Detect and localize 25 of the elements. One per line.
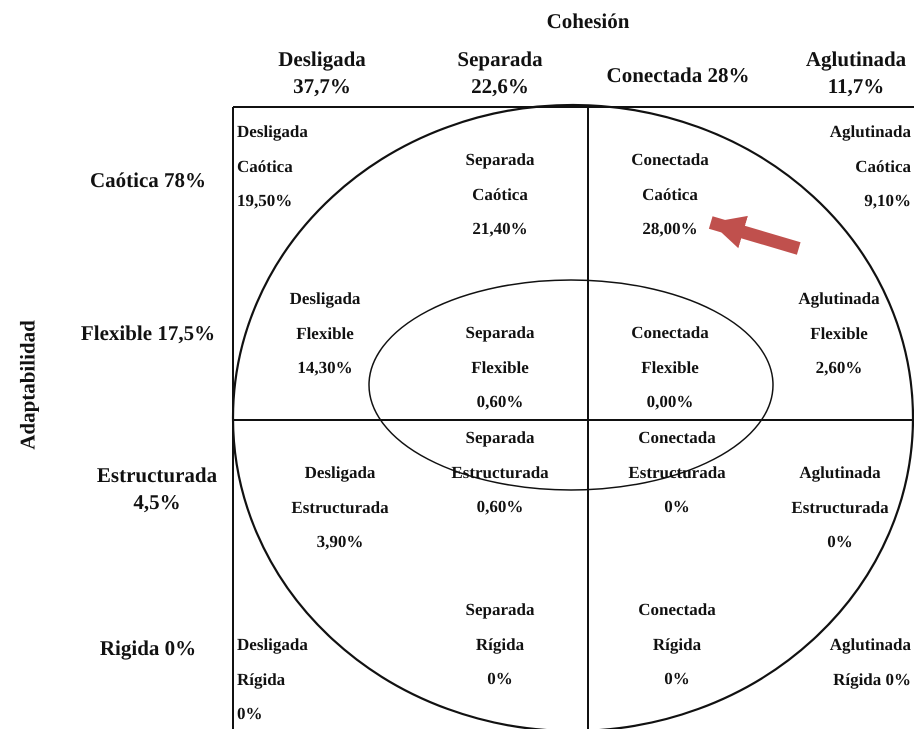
cohesion-adaptability-type: Aglutinada Rígida 0% (830, 628, 911, 697)
cohesion-adaptability-type: Separada Rígida 0% (466, 593, 534, 696)
cohesion-adaptability-type: Conectada Flexible 0,00% (631, 316, 709, 420)
row-heading: Estructurada 4,5% (96, 462, 218, 516)
arrow (708, 216, 801, 255)
cohesion-adaptability-type: Desligada Estructurada 3,90% (291, 456, 389, 560)
cohesion-adaptability-type: Separada Caótica 21,40% (466, 143, 534, 246)
cohesion-adaptability-type: Separada Flexible 0,60% (466, 316, 534, 420)
cohesion-adaptability-type: Desligada Caótica 19,50% (237, 115, 308, 218)
cohesion-adaptability-type: Aglutinada Flexible 2,60% (798, 282, 880, 386)
column-heading: Conectada 28% (606, 62, 750, 89)
axis-title: Adaptabilidad (14, 320, 40, 450)
cohesion-adaptability-type: Conectada Caótica 28,00% (631, 143, 709, 246)
cohesion-adaptability-type: Desligada Rígida 0% (237, 628, 308, 729)
row-heading: Flexible 17,5% (80, 320, 216, 347)
column-heading: Aglutinada 11,7% (806, 46, 906, 100)
row-heading: Caótica 78% (90, 167, 206, 194)
column-heading: Desligada 37,7% (278, 46, 366, 100)
cohesion-adaptability-type: Desligada Flexible 14,30% (290, 282, 360, 386)
axis-title: Cohesión (546, 8, 630, 35)
cohesion-adaptability-type: Conectada Rígida 0% (638, 593, 716, 696)
row-heading: Rigida 0% (100, 635, 196, 662)
cohesion-adaptability-type: Aglutinada Caótica 9,10% (830, 115, 911, 218)
cohesion-adaptability-type: Aglutinada Estructurada 0% (791, 456, 889, 560)
column-heading: Separada 22,6% (457, 46, 543, 100)
